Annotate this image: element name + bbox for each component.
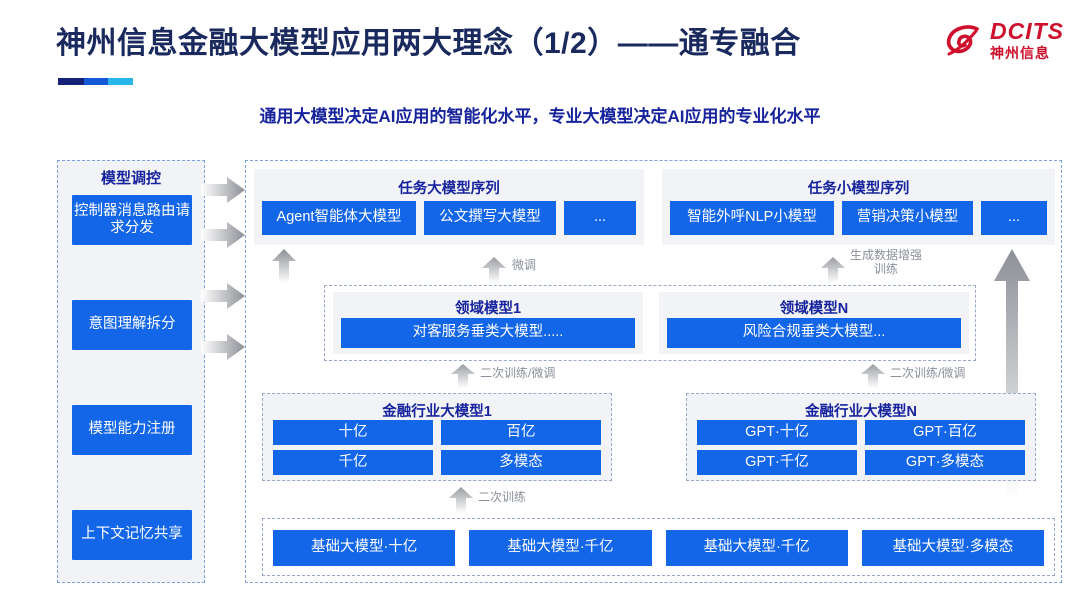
task-small-model-panel: 任务小模型序列 智能外呼NLP小模型 营销决策小模型 ... xyxy=(662,169,1055,245)
task-big-row: Agent智能体大模型 公文撰写大模型 ... xyxy=(262,201,636,235)
domain-model-n-panel: 领域模型N 风险合规垂类大模型... xyxy=(659,292,969,354)
finance-1-item-1[interactable]: 十亿 xyxy=(273,420,433,445)
dcits-logo: DCITS 神州信息 xyxy=(944,20,1064,60)
control-item-capability[interactable]: 模型能力注册 xyxy=(72,405,192,455)
control-item-router[interactable]: 控制器消息路由请求分发 xyxy=(72,195,192,245)
arrow-up-to-domain-n xyxy=(861,364,885,388)
finance-model-n-grid: GPT·十亿 GPT·百亿 GPT·千亿 GPT·多模态 xyxy=(697,420,1025,475)
logo-cn-label: 神州信息 xyxy=(990,45,1050,61)
page-subtitle: 通用大模型决定AI应用的智能化水平，专业大模型决定AI应用的专业化水平 xyxy=(259,107,821,126)
finance-n-item-4[interactable]: GPT·多模态 xyxy=(865,450,1025,475)
control-item-intent[interactable]: 意图理解拆分 xyxy=(72,300,192,350)
finance-n-item-1[interactable]: GPT·十亿 xyxy=(697,420,857,445)
task-big-heading: 任务大模型序列 xyxy=(398,181,500,197)
base-model-item-4[interactable]: 基础大模型·多模态 xyxy=(861,530,1044,566)
finance-model-1-panel: 金融行业大模型1 十亿 百亿 千亿 多模态 xyxy=(262,393,612,481)
arrow-up-to-domain-1 xyxy=(451,364,475,388)
domain-model-n-heading: 领域模型N xyxy=(779,301,849,317)
arrow-up-to-task-big-mid xyxy=(482,257,506,283)
arrow-label-fine-tune: 微调 xyxy=(512,258,537,272)
finance-1-item-3[interactable]: 千亿 xyxy=(273,450,433,475)
finance-n-item-3[interactable]: GPT·千亿 xyxy=(697,450,857,475)
arrow-label-retrain-finetune-1: 二次训练/微调 xyxy=(480,366,556,380)
task-small-item-more[interactable]: ... xyxy=(981,201,1047,235)
domain-model-1-heading: 领域模型1 xyxy=(454,301,522,317)
domain-model-container: 领域模型1 对客服务垂类大模型..... 领域模型N 风险合规垂类大模型... xyxy=(324,285,976,361)
underline-segment-3 xyxy=(108,78,133,85)
arrow-label-data-augmentation: 生成数据增强 训练 xyxy=(850,248,923,276)
underline-segment-1 xyxy=(58,78,84,85)
page-title: 神州信息金融大模型应用两大理念（1/2）——通专融合 xyxy=(56,27,801,60)
base-model-item-1[interactable]: 基础大模型·十亿 xyxy=(273,530,456,566)
arrow-up-to-task-small-mid xyxy=(821,257,845,283)
task-small-heading: 任务小模型序列 xyxy=(807,181,910,197)
task-big-item-doc[interactable]: 公文撰写大模型 xyxy=(424,201,556,235)
model-control-column: 模型调控 控制器消息路由请求分发 意图理解拆分 模型能力注册 上下文记忆共享 xyxy=(57,160,205,583)
arrow-label-retrain: 二次训练 xyxy=(478,490,527,504)
task-big-model-panel: 任务大模型序列 Agent智能体大模型 公文撰写大模型 ... xyxy=(254,169,644,245)
task-big-item-more[interactable]: ... xyxy=(564,201,636,235)
task-small-item-marketing[interactable]: 营销决策小模型 xyxy=(842,201,973,235)
finance-1-item-4[interactable]: 多模态 xyxy=(441,450,601,475)
domain-model-n-box[interactable]: 风险合规垂类大模型... xyxy=(667,318,961,348)
title-underline xyxy=(58,78,133,85)
underline-segment-2 xyxy=(84,78,108,85)
finance-model-1-grid: 十亿 百亿 千亿 多模态 xyxy=(273,420,601,475)
task-big-item-agent[interactable]: Agent智能体大模型 xyxy=(262,201,416,235)
arrow-up-long-right xyxy=(994,249,1030,499)
base-model-row: 基础大模型·十亿 基础大模型·千亿 基础大模型·千亿 基础大模型·多模态 xyxy=(273,530,1044,566)
finance-model-n-heading: 金融行业大模型N xyxy=(805,404,917,420)
architecture-container: 任务大模型序列 Agent智能体大模型 公文撰写大模型 ... 任务小模型序列 … xyxy=(245,160,1062,583)
base-model-item-3[interactable]: 基础大模型·千亿 xyxy=(665,530,848,566)
logo-text: DCITS 神州信息 xyxy=(990,18,1064,61)
finance-n-item-2[interactable]: GPT·百亿 xyxy=(865,420,1025,445)
base-model-item-2[interactable]: 基础大模型·千亿 xyxy=(469,530,652,566)
flow-arrow-right-3 xyxy=(201,283,245,309)
finance-1-item-2[interactable]: 百亿 xyxy=(441,420,601,445)
arrow-label-retrain-finetune-2: 二次训练/微调 xyxy=(890,366,966,380)
logo-swirl-icon xyxy=(944,20,984,60)
flow-arrow-right-2 xyxy=(201,222,245,248)
flow-arrow-right-1 xyxy=(201,177,245,203)
model-control-heading: 模型调控 xyxy=(100,170,161,187)
control-item-context[interactable]: 上下文记忆共享 xyxy=(72,510,192,560)
logo-en-label: DCITS xyxy=(990,18,1064,44)
domain-model-1-box[interactable]: 对客服务垂类大模型..... xyxy=(341,318,635,348)
base-model-panel: 基础大模型·十亿 基础大模型·千亿 基础大模型·千亿 基础大模型·多模态 xyxy=(262,518,1055,576)
finance-model-n-panel: 金融行业大模型N GPT·十亿 GPT·百亿 GPT·千亿 GPT·多模态 xyxy=(686,393,1036,481)
task-small-item-nlp[interactable]: 智能外呼NLP小模型 xyxy=(670,201,834,235)
arrow-up-to-task-big-left xyxy=(272,249,296,283)
task-small-row: 智能外呼NLP小模型 营销决策小模型 ... xyxy=(670,201,1047,235)
domain-model-1-panel: 领域模型1 对客服务垂类大模型..... xyxy=(333,292,643,354)
finance-model-1-heading: 金融行业大模型1 xyxy=(382,404,492,420)
flow-arrow-right-4 xyxy=(201,334,245,360)
arrow-up-to-finance xyxy=(449,487,473,513)
